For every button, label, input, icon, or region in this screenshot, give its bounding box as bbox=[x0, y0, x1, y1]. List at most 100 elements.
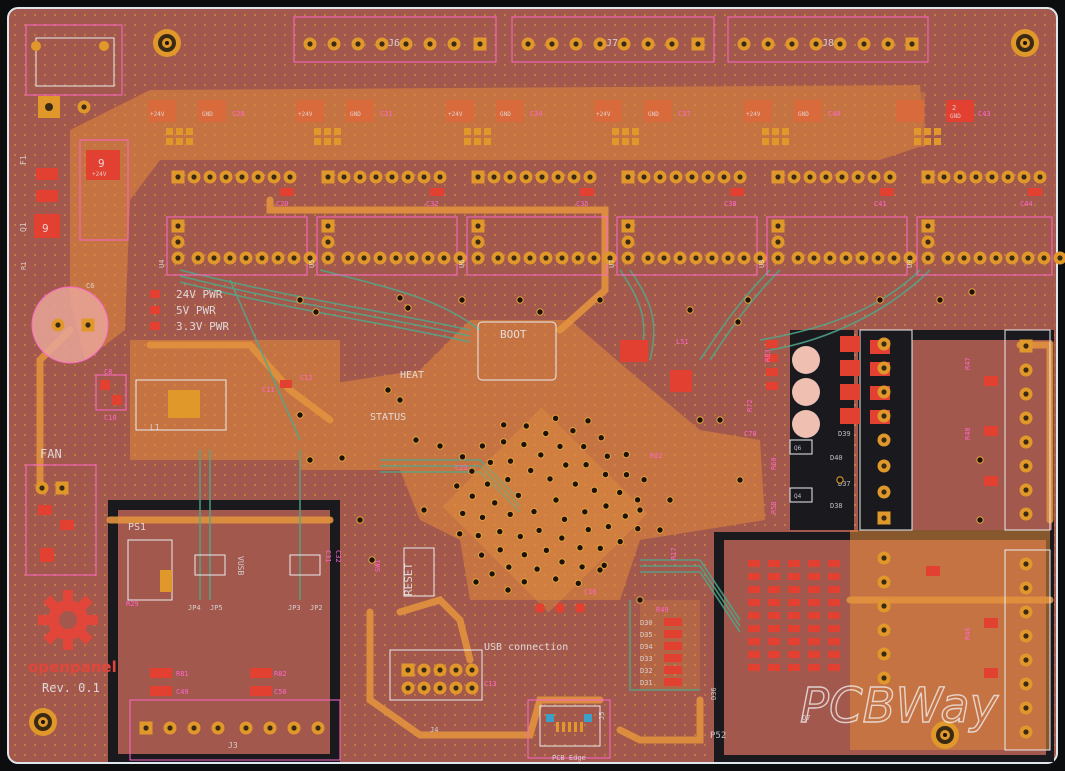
logo-revision: Rev. 0.1 bbox=[42, 681, 100, 695]
smd-resistor bbox=[808, 625, 820, 632]
header-pad bbox=[471, 170, 485, 184]
header-pad bbox=[491, 251, 505, 265]
label-d40: D40 bbox=[830, 454, 843, 462]
via bbox=[453, 482, 461, 490]
via bbox=[976, 456, 984, 464]
smd-resistor bbox=[768, 560, 780, 567]
header-pad bbox=[567, 170, 581, 184]
header-pad bbox=[771, 251, 785, 265]
label-q4: Q4 bbox=[794, 493, 802, 500]
label-u9: U9 bbox=[906, 260, 914, 268]
ref-c31: C31 bbox=[380, 110, 393, 118]
header-pad bbox=[689, 251, 703, 265]
via bbox=[496, 546, 504, 554]
smd-resistor bbox=[828, 573, 840, 580]
ref-c41: C41 bbox=[874, 200, 887, 208]
header-pad bbox=[321, 251, 335, 265]
ref-c44: C44 bbox=[1020, 200, 1033, 208]
smd-resistor bbox=[788, 560, 800, 567]
header-pad bbox=[471, 251, 485, 265]
smd-resistor bbox=[748, 599, 760, 606]
header-pad bbox=[1033, 170, 1047, 184]
via bbox=[296, 411, 304, 419]
smd-resistor bbox=[788, 573, 800, 580]
label-jp2: JP2 bbox=[310, 604, 323, 612]
via bbox=[338, 454, 346, 462]
header-pad bbox=[705, 251, 719, 265]
smd-resistor bbox=[788, 586, 800, 593]
smd-resistor bbox=[808, 612, 820, 619]
via bbox=[458, 453, 467, 461]
smd-resistor bbox=[768, 612, 780, 619]
header-pad bbox=[937, 170, 951, 184]
header-pad bbox=[341, 251, 355, 265]
label-d32: D32 bbox=[640, 667, 653, 675]
header-pad bbox=[587, 251, 601, 265]
via bbox=[976, 516, 984, 524]
smd-resistor bbox=[788, 638, 800, 645]
label-l51: L51 bbox=[676, 338, 689, 346]
label-c12: C12 bbox=[300, 374, 313, 382]
pad-gnd-label: GND bbox=[350, 111, 361, 118]
header-pad bbox=[835, 170, 849, 184]
header-pad bbox=[219, 170, 233, 184]
ref-c28: C28 bbox=[232, 110, 245, 118]
header-pad bbox=[171, 219, 185, 233]
via bbox=[602, 502, 610, 510]
via bbox=[600, 561, 608, 569]
header-pad bbox=[621, 219, 635, 233]
via bbox=[836, 476, 844, 484]
label-d35: D35 bbox=[640, 631, 653, 639]
label-5v-pwr: 5V PWR bbox=[176, 304, 216, 317]
header-pad bbox=[839, 251, 853, 265]
header-pad bbox=[223, 251, 237, 265]
via bbox=[636, 596, 644, 604]
header-pad bbox=[337, 170, 351, 184]
header-pad bbox=[283, 170, 297, 184]
pad-pos-label: +24V bbox=[150, 111, 165, 118]
smd-resistor bbox=[808, 586, 820, 593]
via bbox=[474, 531, 482, 540]
label-r48: R48 bbox=[964, 427, 972, 440]
header-pad bbox=[171, 170, 185, 184]
header-pad bbox=[171, 251, 185, 265]
via bbox=[396, 294, 404, 302]
via bbox=[491, 499, 499, 507]
via bbox=[412, 436, 420, 444]
ref-c37: C37 bbox=[678, 110, 691, 118]
label-j6: J6 bbox=[388, 38, 400, 49]
label-c11: C11 bbox=[262, 386, 275, 394]
mcu-area: BOOT HEAT STATUS RESET SW1 L51 C70 C23 R… bbox=[370, 321, 757, 613]
header-pad bbox=[921, 219, 935, 233]
via bbox=[312, 308, 320, 316]
via bbox=[584, 525, 592, 534]
smd-resistor bbox=[808, 573, 820, 580]
via bbox=[596, 296, 604, 304]
header-pad bbox=[685, 170, 699, 184]
pad-gnd-label: GND bbox=[798, 111, 809, 118]
via bbox=[596, 544, 604, 552]
via bbox=[306, 456, 314, 464]
via bbox=[584, 417, 592, 425]
ref-c43: C43 bbox=[978, 110, 991, 118]
pad-two-label: 2 bbox=[952, 104, 956, 112]
via bbox=[477, 551, 486, 559]
header-pad bbox=[519, 170, 533, 184]
via bbox=[533, 565, 541, 573]
resistor-array bbox=[748, 560, 840, 671]
via bbox=[562, 461, 570, 469]
header-pad bbox=[471, 219, 485, 233]
header-pad bbox=[267, 170, 281, 184]
label-jp5: JP5 bbox=[210, 604, 223, 612]
ref-c29: C29 bbox=[276, 200, 289, 208]
smd-resistor bbox=[828, 651, 840, 658]
via bbox=[296, 296, 304, 304]
via bbox=[522, 422, 530, 430]
label-j4: J4 bbox=[430, 726, 438, 734]
header-pad bbox=[985, 170, 999, 184]
via bbox=[734, 318, 742, 326]
label-r46: R46 bbox=[964, 627, 972, 640]
label-c50: C50 bbox=[274, 688, 287, 696]
via bbox=[552, 496, 560, 504]
label-f1: F1 bbox=[19, 155, 28, 165]
